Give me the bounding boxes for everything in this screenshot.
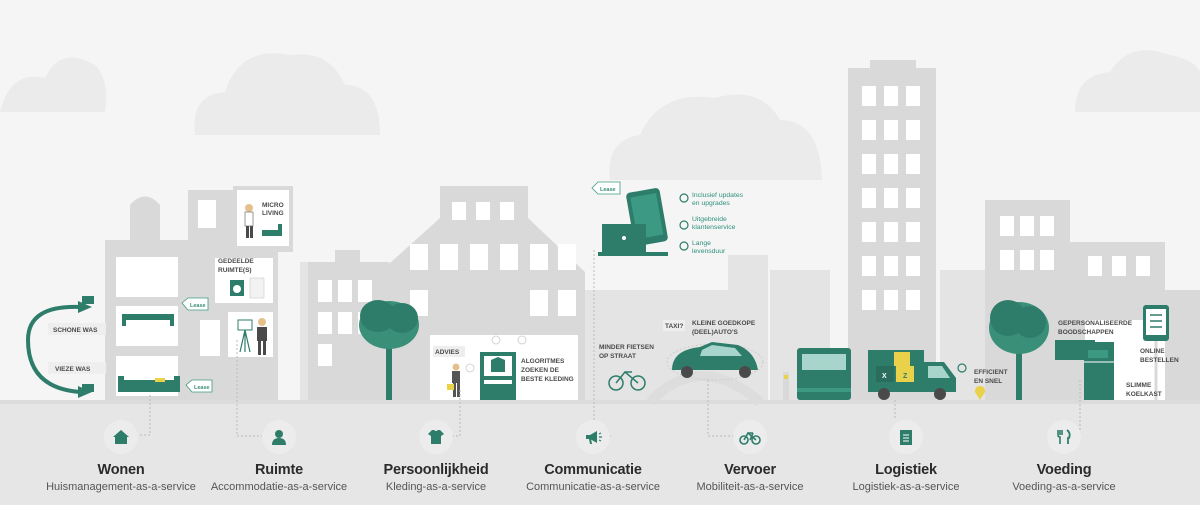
service-wonen: Wonen Huismanagement-as-a-service bbox=[41, 420, 201, 493]
svg-text:OP STRAAT: OP STRAAT bbox=[599, 353, 636, 360]
service-subtitle: Communicatie-as-a-service bbox=[526, 481, 660, 493]
box-label-x: X bbox=[882, 373, 887, 380]
laundry-cycle bbox=[25, 304, 82, 394]
label-advies: ADVIES bbox=[435, 349, 460, 356]
note-klantenservice: Uitgebreide bbox=[692, 216, 727, 223]
sofa bbox=[118, 376, 180, 392]
label-online: ONLINE bbox=[1140, 348, 1165, 355]
washing-machine bbox=[230, 280, 244, 296]
laundry-baskets bbox=[82, 296, 94, 392]
house-icon bbox=[104, 420, 138, 454]
bicycle-street bbox=[608, 370, 646, 391]
label-micro: MICRO bbox=[262, 202, 284, 209]
presenter-figure bbox=[237, 318, 267, 355]
label-minder-fietsen: MINDER FIETSEN bbox=[599, 344, 654, 351]
label-vieze-was: VIEZE WAS bbox=[55, 366, 91, 373]
person-icon bbox=[262, 420, 296, 454]
svg-text:Lease: Lease bbox=[190, 303, 206, 309]
svg-text:Lease: Lease bbox=[194, 385, 210, 391]
micro-living-figure bbox=[244, 204, 254, 238]
location-pin bbox=[975, 386, 985, 400]
shared-car bbox=[666, 342, 764, 381]
note-levensduur: Lange bbox=[692, 240, 711, 247]
svg-text:ZOEKEN DE: ZOEKEN DE bbox=[521, 367, 560, 374]
svg-text:EN SNEL: EN SNEL bbox=[974, 378, 1002, 385]
bicycle-icon bbox=[733, 420, 767, 454]
lease-tag-sofa: Lease bbox=[185, 379, 213, 393]
label-living: LIVING bbox=[262, 210, 284, 217]
note-updates: Inclusief updates bbox=[692, 192, 744, 199]
delivery-truck bbox=[868, 350, 956, 400]
service-title: Communicatie bbox=[544, 462, 642, 478]
service-title: Vervoer bbox=[724, 462, 776, 478]
ground bbox=[0, 400, 1200, 505]
kiosk bbox=[480, 352, 516, 400]
lease-tag-bed: Lease bbox=[181, 297, 209, 311]
label-efficient: EFFICIENT bbox=[974, 369, 1008, 376]
service-logistiek: Logistiek Logistiek-as-a-service bbox=[826, 420, 986, 493]
label-kleine-goedkope: KLEINE GOEDKOPE bbox=[692, 320, 756, 327]
svg-text:BESTELLEN: BESTELLEN bbox=[1140, 357, 1179, 364]
svg-text:Lease: Lease bbox=[600, 187, 616, 193]
svg-text:levensduur: levensduur bbox=[692, 248, 726, 255]
service-subtitle: Voeding-as-a-service bbox=[1012, 481, 1116, 493]
svg-text:en upgrades: en upgrades bbox=[692, 200, 730, 207]
cutlery-icon bbox=[1047, 420, 1081, 454]
label-gepersonaliseerde: GEPERSONALISEERDE bbox=[1058, 320, 1133, 327]
shopper-figure bbox=[447, 363, 460, 397]
svg-text:BOODSCHAPPEN: BOODSCHAPPEN bbox=[1058, 329, 1114, 336]
lease-tag-devices: Lease bbox=[591, 181, 621, 195]
service-title: Wonen bbox=[97, 462, 145, 478]
label-schone-was: SCHONE WAS bbox=[53, 327, 98, 334]
label-ruimtes: RUIMTE(S) bbox=[218, 267, 252, 274]
charging-post bbox=[783, 372, 789, 400]
service-subtitle: Kleding-as-a-service bbox=[385, 481, 487, 493]
tablet-display bbox=[1143, 305, 1169, 400]
tree-right bbox=[989, 300, 1049, 400]
clouds bbox=[0, 50, 1200, 180]
bus bbox=[797, 348, 851, 400]
svg-text:KOELKAST: KOELKAST bbox=[1126, 391, 1162, 398]
service-title: Ruimte bbox=[255, 462, 303, 478]
clipboard-icon bbox=[889, 420, 923, 454]
service-persoonlijkheid: Persoonlijkheid Kleding-as-a-service bbox=[356, 420, 516, 493]
box-label-z: Z bbox=[903, 373, 908, 380]
comm-feature-icons bbox=[679, 193, 689, 251]
tshirt-icon bbox=[419, 420, 453, 454]
devices bbox=[598, 188, 668, 256]
service-communicatie: Communicatie Communicatie-as-a-service bbox=[513, 420, 673, 493]
smart-fridge bbox=[1084, 342, 1114, 400]
svg-text:BESTE KLEDING: BESTE KLEDING bbox=[521, 376, 574, 383]
svg-text:klantenservice: klantenservice bbox=[692, 224, 736, 231]
service-title: Persoonlijkheid bbox=[383, 462, 489, 478]
megaphone-icon bbox=[576, 420, 610, 454]
service-subtitle: Mobiliteit-as-a-service bbox=[696, 481, 804, 493]
service-ruimte: Ruimte Accommodatie-as-a-service bbox=[199, 420, 359, 493]
service-subtitle: Huismanagement-as-a-service bbox=[46, 481, 196, 493]
service-title: Voeding bbox=[1036, 462, 1092, 478]
label-algoritmes: ALGORITMES bbox=[521, 358, 565, 365]
bed bbox=[122, 314, 174, 326]
service-title: Logistiek bbox=[875, 462, 937, 478]
service-voeding: Voeding Voeding-as-a-service bbox=[984, 420, 1144, 493]
label-taxi: TAXI? bbox=[665, 323, 683, 330]
label-gedeelde: GEDEELDE bbox=[218, 258, 254, 265]
label-slimme: SLIMME bbox=[1126, 382, 1152, 389]
service-subtitle: Accommodatie-as-a-service bbox=[210, 481, 348, 493]
service-subtitle: Logistiek-as-a-service bbox=[852, 481, 960, 493]
service-vervoer: Vervoer Mobiliteit-as-a-service bbox=[670, 420, 830, 493]
tree-left bbox=[359, 300, 419, 400]
svg-text:(DEEL)AUTO'S: (DEEL)AUTO'S bbox=[692, 329, 739, 336]
